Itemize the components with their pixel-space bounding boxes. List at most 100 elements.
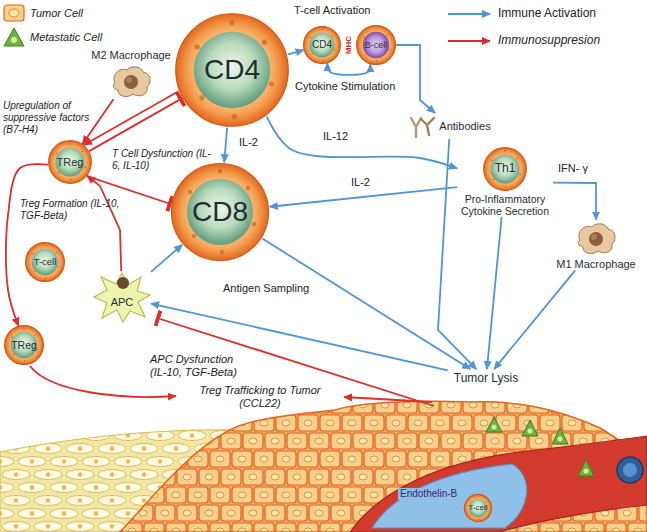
activation-arrow — [553, 183, 596, 220]
cell-granule — [365, 54, 367, 56]
t-cell: T-cell — [464, 494, 492, 522]
legend-metastatic-nucleus — [11, 37, 17, 43]
cd4-cell-outline: CD4 — [303, 26, 341, 64]
cell-nucleus — [194, 32, 271, 109]
cd4-helper-cell: CD4 — [174, 12, 290, 128]
cell-caption: Pro-Inflammatory Cytokine Secretion — [457, 193, 553, 217]
metastatic-nucleus — [584, 469, 589, 474]
antibodies-shape — [409, 113, 437, 139]
cell-membrane — [464, 494, 491, 521]
metastatic-nucleus — [528, 429, 533, 434]
cell-membrane — [172, 164, 269, 261]
cell-granule — [334, 49, 336, 51]
cell-granule — [192, 234, 196, 238]
m2-macrophage-shape — [109, 63, 153, 99]
cell-membrane — [49, 141, 92, 184]
edge-label: IFN- γ — [557, 162, 589, 175]
macrophage-nucleus — [124, 75, 138, 89]
cell-nucleus — [490, 154, 519, 183]
legend-metastatic-cell — [4, 28, 24, 46]
m2-macrophage-outline — [109, 63, 153, 99]
cell-granule — [13, 354, 15, 356]
m1-macrophage: M1 Macrophage — [556, 220, 636, 271]
apc-cell-outline: APC — [93, 271, 151, 323]
cell-granule — [469, 502, 470, 503]
cell-membrane — [5, 326, 44, 365]
antibody-symbol — [411, 118, 421, 137]
edge-label: Antigen Sampling — [222, 282, 310, 295]
antibodies: Antibodies — [409, 113, 490, 139]
m1-macrophage-shape — [574, 220, 618, 256]
cell-granule — [34, 335, 36, 337]
cell-membrane — [26, 243, 65, 282]
cell-label: TReg — [11, 339, 37, 351]
cell-granule — [55, 252, 57, 254]
cell-nucleus — [11, 332, 37, 358]
cell-granule — [246, 186, 250, 190]
apc-antigen — [117, 277, 129, 289]
cell-nucleus — [32, 249, 58, 275]
cell-granule — [332, 35, 334, 37]
legend-label: Metastatic Cell — [30, 31, 102, 44]
activation-arrow — [262, 239, 470, 370]
cell-nucleus — [309, 32, 334, 57]
cell-label: APC — [111, 296, 134, 309]
cell-label: Th1 — [495, 162, 516, 176]
cell-membrane — [176, 14, 289, 127]
metastatic-cell — [578, 460, 594, 476]
cd8-cell-outline: CD8 — [170, 162, 270, 262]
cell-granule — [470, 514, 471, 515]
cell-granule — [199, 95, 204, 100]
treg-cell: TReg — [4, 325, 44, 365]
cell-label: CD4 — [204, 54, 260, 86]
activation-arrow — [267, 116, 457, 168]
cell-granule — [45, 277, 47, 279]
cell-nucleus — [469, 499, 487, 517]
cell-granule — [56, 152, 58, 154]
vessel-lumen — [372, 464, 527, 528]
apc-body — [94, 273, 150, 322]
cell-granule — [84, 166, 86, 168]
suppression-arrow — [87, 176, 121, 271]
metastatic-cell — [486, 417, 502, 432]
cell-granule — [504, 150, 506, 152]
legend-label: Tumor Cell — [30, 7, 83, 20]
cell-granule — [363, 36, 365, 38]
antibody-symbol — [421, 118, 434, 135]
edge-label: IL-2 — [238, 136, 259, 149]
cell-label: CD8 — [192, 196, 248, 228]
cell-label: TReg — [57, 156, 84, 169]
annotation-label: Treg Trafficking to Tumor (CCL22) — [185, 384, 335, 410]
cell-membrane — [304, 27, 341, 64]
inhibition-connector — [89, 99, 181, 151]
cell-granule — [477, 496, 478, 497]
cell-label: T-cell — [468, 503, 487, 512]
cell-membrane — [484, 148, 527, 191]
cell-granule — [23, 328, 25, 330]
activation-arrow — [438, 139, 476, 369]
suppression-arrow — [84, 91, 178, 145]
cell-granule — [519, 173, 521, 175]
treg-cell-outline: TReg — [48, 140, 92, 184]
treg-cell-outline: TReg — [4, 325, 44, 365]
cell-granule — [24, 360, 26, 362]
legend-suppression-line — [448, 40, 490, 42]
cell-granule — [493, 179, 495, 181]
b-cell-outline: B-cell — [356, 25, 396, 65]
t-cell: T-cell — [25, 242, 65, 282]
cell-granule — [188, 190, 192, 194]
cell-label: CD4 — [312, 39, 332, 51]
cell-granule — [58, 172, 60, 174]
cell-granule — [321, 29, 323, 31]
macrophage-body — [578, 223, 615, 253]
activation-arrow — [327, 63, 370, 75]
annotation-label: T-cell Activation — [294, 4, 370, 17]
t-cell-outline: T-cell — [25, 242, 65, 282]
cell-granule — [386, 35, 388, 37]
vessel-cross-section — [623, 463, 637, 477]
cell-label: Antibodies — [439, 120, 490, 133]
cell-label: M2 Macrophage — [91, 49, 171, 62]
th1-cell-outline: Th1 — [483, 147, 527, 191]
